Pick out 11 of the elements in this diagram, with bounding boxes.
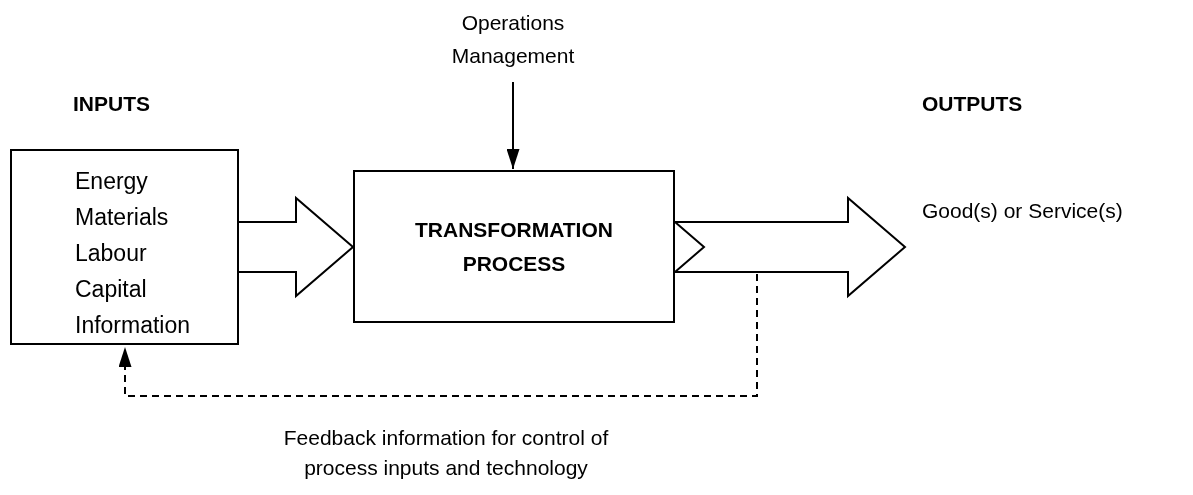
arrow: [506, 81, 520, 170]
output-label: Good(s) or Service(s): [922, 198, 1124, 224]
arrow: [118, 273, 758, 397]
heading: INPUTS: [73, 92, 150, 116]
process-label: TRANSFORMATION PROCESS: [414, 216, 614, 277]
process-box: [353, 170, 675, 323]
input-list: Energy Materials Labour Capital Information: [75, 163, 215, 343]
block-arrow: [238, 195, 355, 299]
text-label: Operations Management: [422, 6, 604, 78]
block-arrow: [672, 195, 907, 299]
heading: OUTPUTS: [922, 92, 1023, 116]
